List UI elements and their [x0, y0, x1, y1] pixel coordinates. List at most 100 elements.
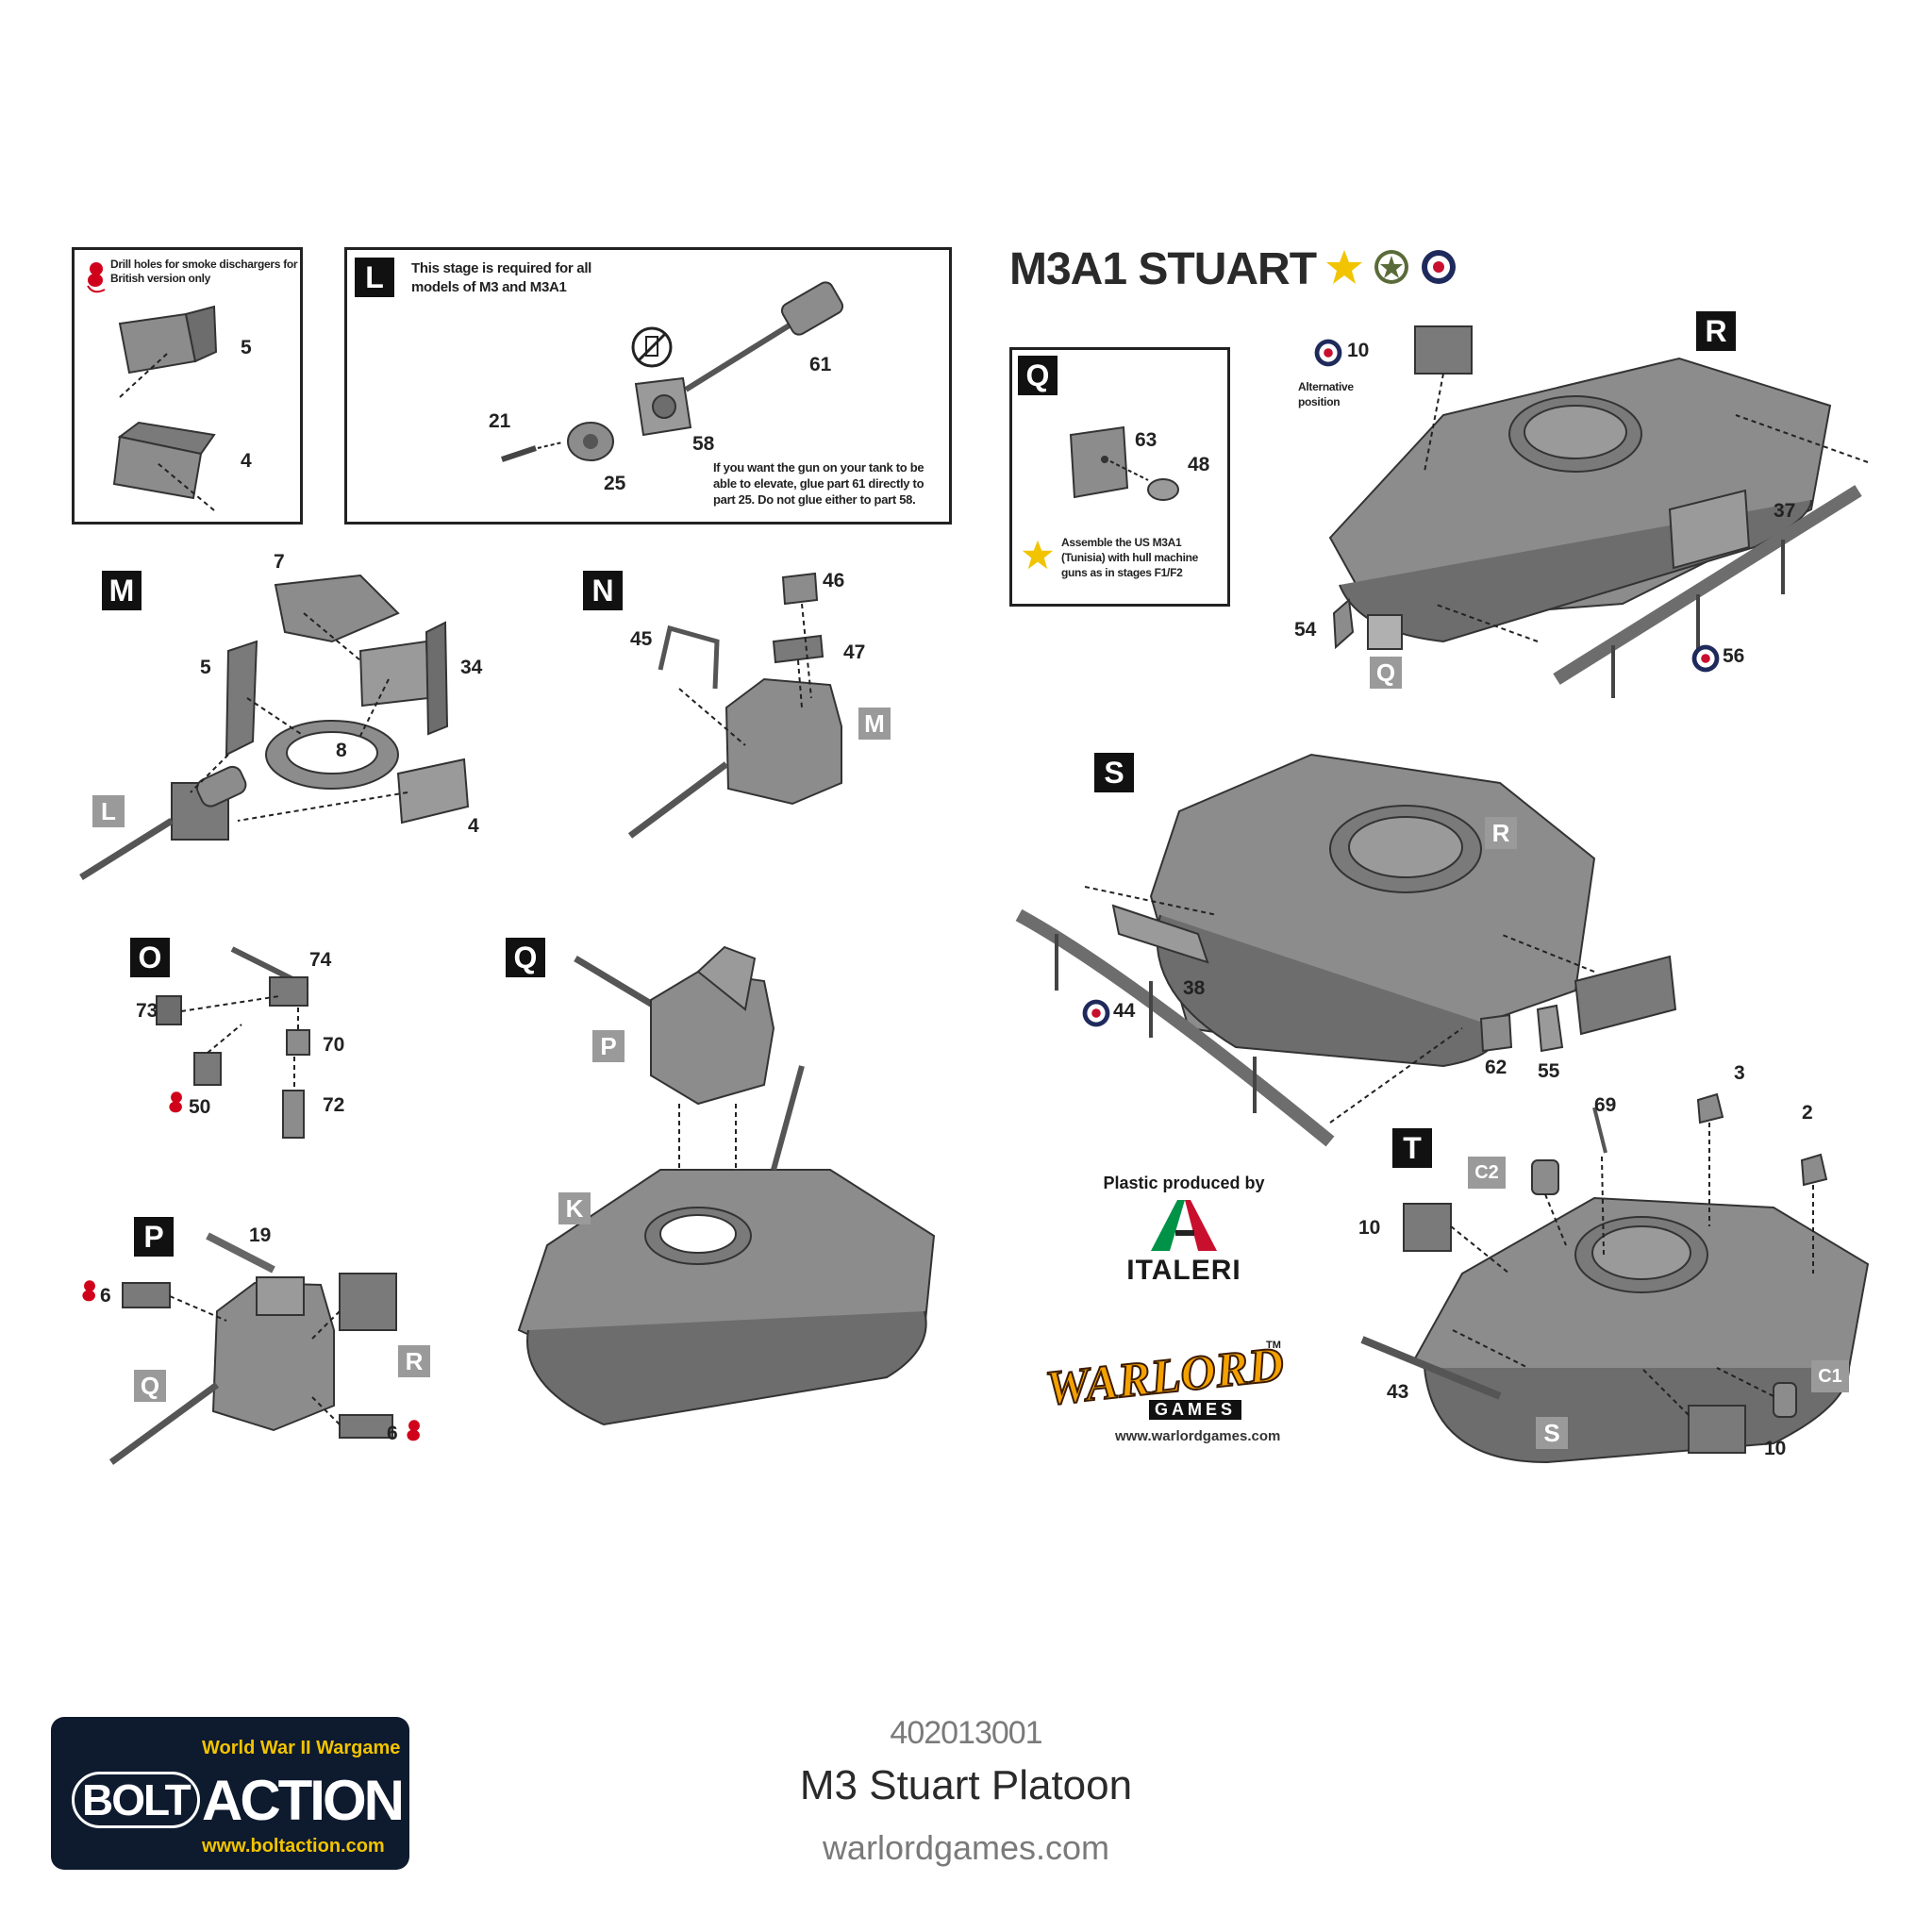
part-number: 34: [460, 657, 483, 678]
step-L-note-bottom: If you want the gun on your tank to be a…: [713, 460, 924, 507]
raf-roundel-icon: [1420, 248, 1457, 291]
star-icon: [1022, 539, 1054, 575]
gun-barrel-61: [684, 281, 844, 392]
part-number: 38: [1183, 977, 1206, 999]
step-Q-turret-on-hull: [517, 945, 936, 1426]
part-number: 74: [309, 949, 332, 971]
step-L-note-top: This stage is required for all models of…: [411, 260, 592, 295]
part-number: 2: [1802, 1102, 1813, 1124]
step-letter: L: [355, 258, 394, 297]
step-N-turret: [627, 572, 842, 839]
smoke-plate-5: [118, 305, 218, 398]
step-letter: P: [134, 1217, 174, 1257]
step-L-box: L This stage is required for all models …: [344, 247, 952, 525]
website-link[interactable]: warlordgames.com: [822, 1828, 1110, 1867]
boltaction-bolt: BOLT: [72, 1772, 200, 1828]
part-number: 5: [241, 337, 252, 358]
part-number: 43: [1387, 1381, 1409, 1403]
part-number: 7: [274, 551, 285, 573]
part-number: 4: [241, 450, 252, 472]
part-number: 3: [1734, 1062, 1745, 1084]
ref-letter: S: [1536, 1417, 1568, 1449]
part-number: 69: [1594, 1094, 1617, 1116]
bolt-action-logo: World War II Wargame BOLT ACTION www.bol…: [51, 1717, 409, 1870]
ref-letter: L: [92, 795, 125, 827]
part-number: 54: [1294, 619, 1317, 641]
smoke-discharger-box: Drill holes for smoke dischargers for Br…: [72, 247, 303, 525]
part-number: 44: [1113, 1000, 1136, 1022]
part-number: 19: [249, 1224, 272, 1246]
part-number: 5: [200, 657, 211, 678]
boltaction-tag: World War II Wargame: [202, 1738, 401, 1758]
part-number: 73: [136, 1000, 158, 1022]
warning-mouse-icon: [84, 258, 108, 300]
warlord-tm: TM: [1266, 1340, 1281, 1351]
product-name: M3 Stuart Platoon: [799, 1762, 1133, 1808]
step-letter: N: [583, 571, 623, 610]
ref-letter: P: [592, 1030, 625, 1062]
part-number: 6: [387, 1423, 398, 1444]
italeri-name: ITALERI: [1126, 1255, 1241, 1286]
ref-letter: Q: [134, 1370, 166, 1402]
step-letter: T: [1392, 1128, 1432, 1168]
part-number: 6: [100, 1285, 111, 1307]
step-letter: R: [1696, 311, 1736, 351]
part-number: 50: [189, 1096, 211, 1118]
part-number: 25: [604, 473, 626, 494]
smoke-note: Drill holes for smoke dischargers for Br…: [110, 258, 298, 285]
warning-mouse-icon: [404, 1415, 425, 1454]
step-letter: S: [1094, 753, 1134, 792]
step-R-hull-assembly: [1328, 325, 1869, 698]
pin-21: [501, 441, 563, 462]
warning-mouse-icon: [166, 1087, 187, 1125]
product-code: 402013001: [890, 1715, 1042, 1751]
part-number: 10: [1764, 1438, 1787, 1459]
ref-letter: M: [858, 708, 891, 740]
ref-letter: Q: [1370, 657, 1402, 689]
step-Q-box: Q 63 48 Assemble the US M3A1 (Tunisia) w…: [1009, 347, 1230, 607]
warlord-games-logo: WARLORD TM GAMES www.warlordgames.com: [1036, 1337, 1288, 1453]
smoke-plate-4: [112, 421, 216, 511]
us-star-roundel-icon: [1373, 248, 1410, 291]
ref-letter: C2: [1468, 1157, 1506, 1189]
step-Q-note: Assemble the US M3A1 (Tunisia) with hull…: [1061, 536, 1199, 579]
plate-63: [1069, 425, 1129, 499]
step-T-hull-assembly: [1360, 1092, 1870, 1464]
star-icon: [1325, 248, 1363, 291]
raf-roundel-icon: [1313, 338, 1343, 373]
raf-roundel-icon: [1081, 998, 1111, 1033]
part-number: 47: [843, 641, 866, 663]
italeri-caption: Plastic produced by: [1103, 1174, 1265, 1192]
part-number: 70: [323, 1034, 345, 1056]
part-number: 8: [336, 740, 347, 761]
part-number: 58: [692, 433, 715, 455]
part-number: 46: [823, 570, 845, 591]
part-number: 62: [1485, 1057, 1507, 1078]
warning-mouse-icon: [79, 1275, 100, 1314]
part-number: 21: [489, 410, 511, 432]
part-number: 48: [1188, 454, 1210, 475]
model-title-text: M3A1 STUART: [1009, 244, 1317, 294]
no-glue-icon: [630, 325, 674, 374]
ref-letter: K: [558, 1192, 591, 1224]
warlord-sub: GAMES: [1149, 1400, 1242, 1420]
raf-roundel-icon: [1690, 643, 1721, 678]
ref-letter: C1: [1811, 1360, 1849, 1392]
step-S-hull-assembly: [1015, 753, 1677, 1147]
part-number: 72: [323, 1094, 345, 1116]
part-number: 10: [1347, 340, 1370, 361]
part-number: 10: [1358, 1217, 1381, 1239]
warlord-url: www.warlordgames.com: [1115, 1428, 1281, 1444]
boltaction-action: ACTION: [202, 1769, 405, 1832]
part-number: 63: [1135, 429, 1158, 451]
boltaction-url: www.boltaction.com: [202, 1836, 385, 1857]
step-O-mg-assembly: [156, 946, 310, 1139]
step-letter: Q: [506, 938, 545, 977]
part-number: 55: [1538, 1060, 1560, 1082]
step-P-turret-assembly: [108, 1232, 397, 1465]
gun-mount-25: [567, 422, 614, 461]
part-number: 61: [809, 354, 832, 375]
step-letter: M: [102, 571, 142, 610]
part-number: 37: [1774, 500, 1796, 522]
disc-48: [1109, 460, 1179, 501]
